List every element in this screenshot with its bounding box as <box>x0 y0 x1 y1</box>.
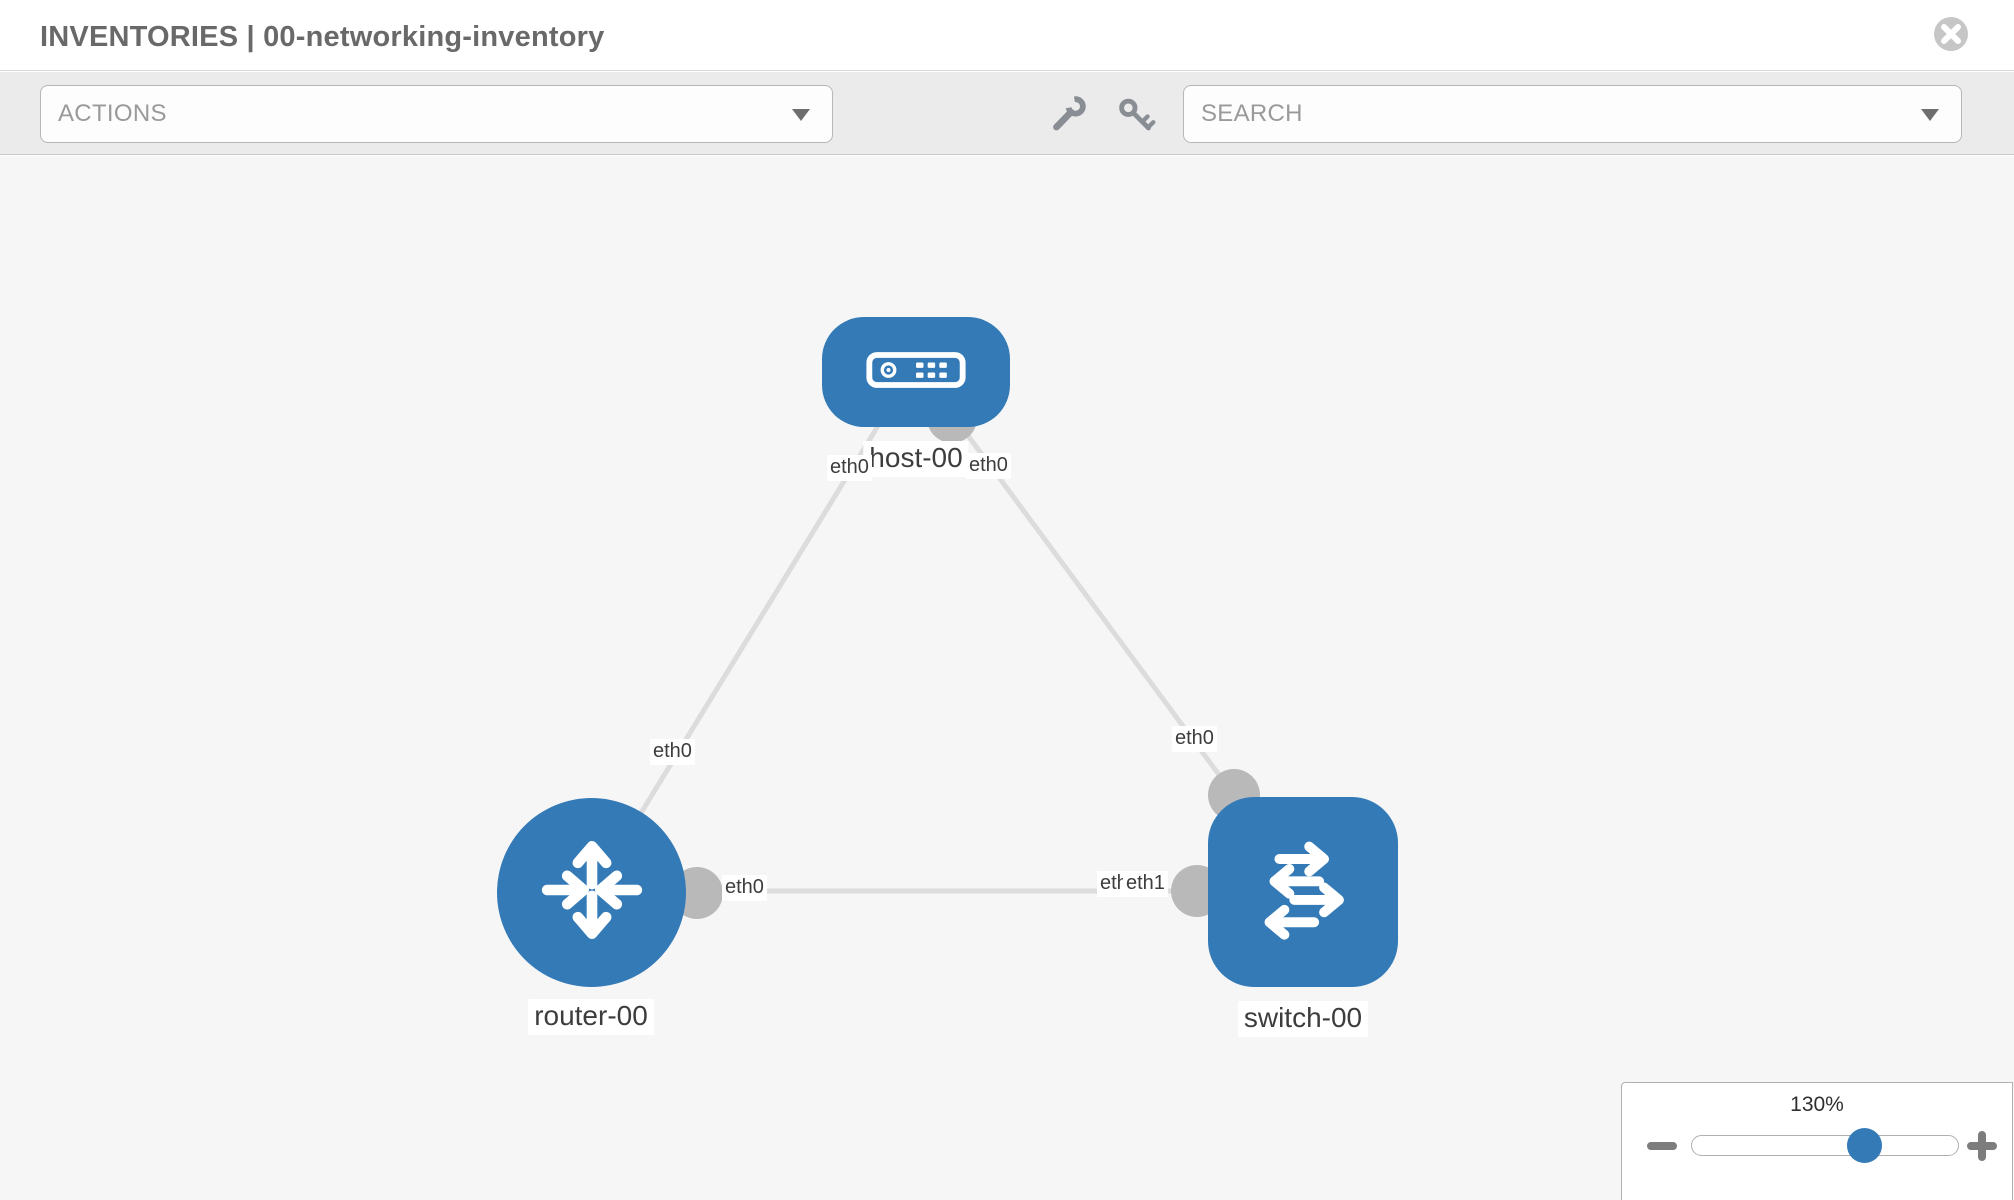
wrench-icon <box>1044 96 1092 143</box>
close-icon <box>1933 17 1969 55</box>
node-router-00[interactable] <box>497 798 686 987</box>
router-icon <box>533 831 651 954</box>
key-icon <box>1112 98 1160 143</box>
node-host-00[interactable] <box>822 317 1010 427</box>
zoom-panel: 130% <box>1621 1082 2013 1200</box>
close-button[interactable] <box>1933 16 1969 52</box>
interface-label: eth0 <box>1172 726 1217 752</box>
node-label-switch: switch-00 <box>1237 1001 1369 1037</box>
configure-button[interactable] <box>1044 92 1092 140</box>
plus-icon <box>1967 1131 1997 1164</box>
zoom-slider-thumb[interactable] <box>1847 1128 1882 1163</box>
interface-label: eth1 <box>1123 871 1168 897</box>
zoom-slider-track[interactable] <box>1691 1135 1959 1156</box>
zoom-in-button[interactable] <box>1967 1131 1997 1161</box>
node-label-host: host-00 <box>863 441 969 477</box>
search-dropdown-label: SEARCH <box>1201 100 1303 127</box>
credentials-button[interactable] <box>1112 92 1160 140</box>
zoom-out-button[interactable] <box>1647 1131 1677 1161</box>
page-title: INVENTORIES | 00-networking-inventory <box>40 21 605 53</box>
actions-dropdown[interactable]: ACTIONS <box>40 85 833 143</box>
links-layer <box>638 412 1237 894</box>
interface-label: eth0 <box>966 453 1011 479</box>
topology-canvas[interactable]: host-00 router-00 switch-00 eth0 eth0 et… <box>0 156 2014 1200</box>
header: INVENTORIES | 00-networking-inventory <box>0 0 2014 71</box>
zoom-level-text: 130% <box>1790 1093 1844 1116</box>
node-switch-00[interactable] <box>1208 797 1398 987</box>
switch-icon <box>1241 828 1365 957</box>
chevron-down-icon <box>792 109 810 121</box>
search-dropdown[interactable]: SEARCH <box>1183 85 1962 143</box>
host-icon <box>866 351 966 394</box>
interface-label: eth0 <box>827 455 872 481</box>
toolbar: ACTIONS SEARCH <box>0 72 2014 155</box>
chevron-down-icon <box>1921 109 1939 121</box>
interface-label: eth0 <box>722 875 767 901</box>
node-label-router: router-00 <box>528 999 654 1035</box>
minus-icon <box>1647 1142 1677 1164</box>
actions-dropdown-label: ACTIONS <box>58 100 167 127</box>
interface-label: eth0 <box>650 739 695 765</box>
